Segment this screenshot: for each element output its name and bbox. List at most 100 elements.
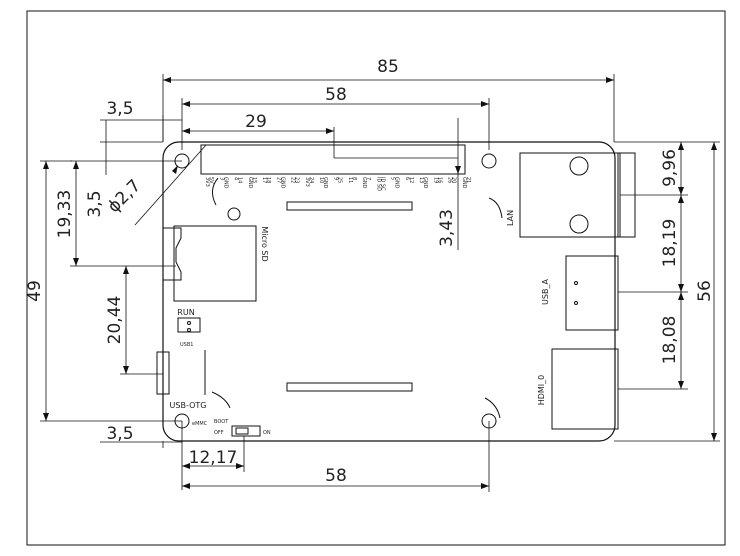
dim-35-top-text: 3,5 bbox=[106, 99, 133, 119]
pin-label: 5V bbox=[208, 177, 214, 184]
arrow-49-b bbox=[43, 413, 49, 421]
pin-label: 19 bbox=[432, 177, 438, 183]
label-micro-sd: Micro SD bbox=[260, 226, 269, 261]
usb-otg-arc bbox=[211, 391, 231, 409]
pin-label: 5 bbox=[390, 177, 396, 180]
pin-label: GND bbox=[394, 177, 400, 189]
run-button-dot-2 bbox=[187, 328, 191, 332]
dim-2044-text: 20,44 bbox=[105, 296, 125, 345]
mounting-hole-top-right bbox=[481, 153, 497, 169]
arrow-1217-l bbox=[182, 463, 190, 469]
run-button-dot-1 bbox=[187, 321, 191, 325]
arrow-343-b bbox=[455, 166, 461, 174]
dim-29-text: 29 bbox=[245, 112, 267, 132]
pin-label: 3V3 bbox=[204, 177, 210, 187]
dim-49-text: 49 bbox=[25, 280, 45, 302]
dim-35-left-text: 3,5 bbox=[85, 190, 105, 217]
hdmi-connector bbox=[551, 348, 619, 430]
arrow-1217-r bbox=[236, 463, 244, 469]
gpio-header bbox=[200, 144, 466, 175]
dim-343-text: 3,43 bbox=[437, 209, 457, 247]
dim-56-text: 56 bbox=[695, 280, 715, 302]
arrow-1819-t bbox=[678, 195, 684, 203]
pin-label: 4 bbox=[233, 177, 239, 180]
boot-switch bbox=[231, 425, 261, 437]
boot-switch-knob bbox=[235, 427, 249, 435]
usb-a-dot-1 bbox=[574, 281, 578, 285]
arrow-996-b bbox=[678, 187, 684, 195]
arrow-85-l bbox=[163, 77, 171, 83]
arrow-2044-t bbox=[123, 266, 129, 274]
label-off: OFF bbox=[214, 430, 224, 436]
arrow-56-t bbox=[711, 142, 717, 150]
arrow-49-t bbox=[43, 161, 49, 169]
dim-85-text: 85 bbox=[377, 57, 399, 77]
pin-label: 8 bbox=[351, 177, 357, 180]
arrow-29-r bbox=[326, 128, 334, 134]
pin-label: 21 bbox=[465, 177, 471, 183]
label-usb-small: USB1 bbox=[180, 342, 193, 348]
pin-label: 3V3 bbox=[304, 177, 310, 187]
pin-label: GND bbox=[461, 177, 467, 189]
display-connector-top bbox=[286, 201, 413, 211]
pin-label: ID SC bbox=[379, 177, 385, 191]
label-emmc: eMMC bbox=[192, 421, 208, 427]
dim-phi-leader bbox=[134, 144, 207, 226]
pin-label: 11 bbox=[347, 177, 353, 183]
pin-label: 3 bbox=[218, 177, 224, 180]
lan-led-2 bbox=[569, 214, 589, 234]
pin-label: 15 bbox=[251, 177, 257, 183]
micro-sd-slot bbox=[163, 227, 182, 281]
arrow-29-l bbox=[182, 128, 190, 134]
pin-label: 12 bbox=[408, 177, 414, 183]
arrow-phi bbox=[172, 165, 178, 174]
sd-arc bbox=[212, 177, 219, 206]
dim-996-text: 9,96 bbox=[660, 149, 680, 187]
arrow-1933-t bbox=[73, 161, 79, 169]
pin-label: 16 bbox=[436, 177, 442, 183]
pin-label: ID SD bbox=[375, 177, 381, 191]
dim-phi-text: ϕ2,7 bbox=[104, 176, 145, 217]
pin-label: 25 bbox=[337, 177, 343, 183]
board-outline bbox=[162, 141, 616, 442]
arrow-1808-t bbox=[678, 292, 684, 300]
arrow-58b-l bbox=[182, 483, 190, 489]
dim-1808-text: 18,08 bbox=[660, 316, 680, 365]
label-on: ON bbox=[263, 430, 271, 436]
pin-label: 27 bbox=[275, 177, 281, 183]
pin-label: 14 bbox=[237, 177, 243, 183]
dim-35-bottom-text: 3,5 bbox=[106, 424, 133, 444]
arrow-85-r bbox=[606, 77, 614, 83]
lan-arc bbox=[488, 197, 503, 219]
arrow-1819-b bbox=[678, 284, 684, 292]
label-usb-otg: USB-OTG bbox=[170, 401, 207, 410]
arrow-56-b bbox=[711, 433, 717, 441]
arrow-58t-l bbox=[182, 101, 190, 107]
pin-label: GND bbox=[247, 177, 253, 189]
hdmi-arc bbox=[484, 397, 501, 419]
label-boot: BOOT bbox=[214, 419, 229, 425]
drawing-frame bbox=[26, 10, 726, 546]
arrow-2044-b bbox=[123, 366, 129, 374]
arrow-58b-r bbox=[481, 483, 489, 489]
dim-58-top-text: 58 bbox=[325, 85, 347, 105]
pin-label: GND bbox=[361, 177, 367, 189]
pin-label: 20 bbox=[451, 177, 457, 183]
dim-1217-text: 12,17 bbox=[189, 448, 238, 468]
pin-label: 13 bbox=[418, 177, 424, 183]
label-run: RUN bbox=[177, 308, 194, 317]
pin-label: 18 bbox=[265, 177, 271, 183]
pin-label: 10 bbox=[318, 177, 324, 183]
dim-1933-text: 19,33 bbox=[55, 190, 75, 239]
pin-label: GND bbox=[422, 177, 428, 189]
arrow-1933-b bbox=[73, 258, 79, 266]
pin-label: 17 bbox=[261, 177, 267, 183]
micro-sd-card bbox=[173, 225, 257, 302]
arrow-996-t bbox=[678, 142, 684, 150]
dim-1819-text: 18,19 bbox=[660, 219, 680, 268]
arrow-58t-r bbox=[481, 101, 489, 107]
small-hole-sd bbox=[227, 207, 241, 221]
pin-label: GND bbox=[222, 177, 228, 189]
